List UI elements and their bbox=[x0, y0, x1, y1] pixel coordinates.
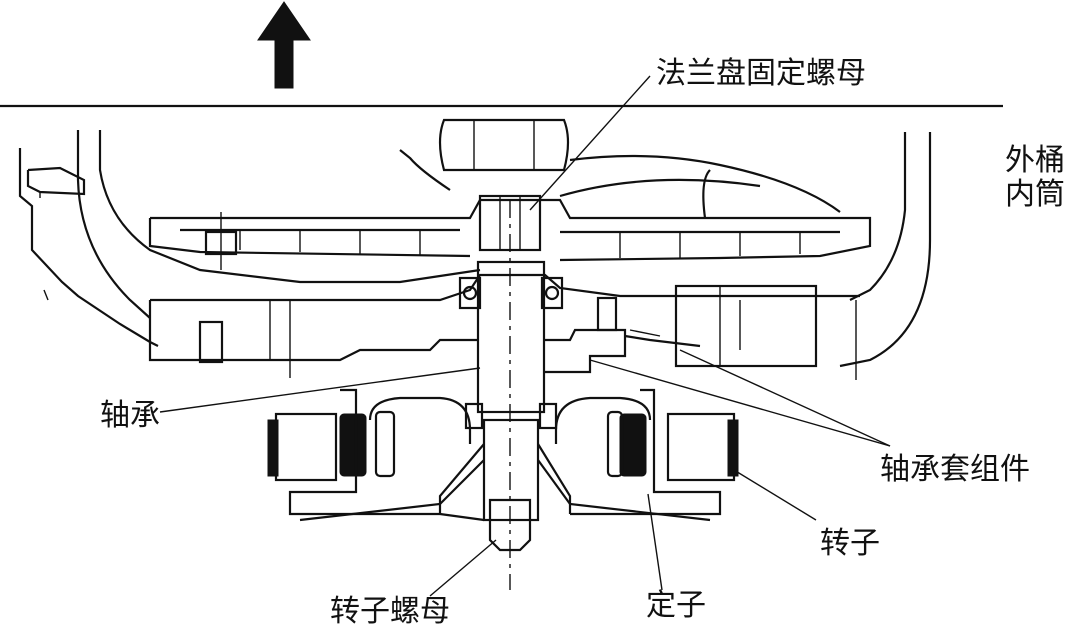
up-arrow-icon bbox=[257, 1, 311, 89]
outer-tub bbox=[18, 130, 932, 368]
label-stator: 定子 bbox=[646, 588, 706, 623]
label-tub-stack: 外桶 内筒 bbox=[1005, 144, 1065, 212]
bearing-top bbox=[458, 276, 564, 310]
label-inner-tub: 内筒 bbox=[1005, 177, 1065, 212]
label-bearing: 轴承 bbox=[100, 398, 160, 433]
bearing-bottom bbox=[464, 402, 558, 430]
stator bbox=[339, 396, 652, 478]
label-bearing-housing: 轴承套组件 bbox=[880, 452, 1030, 487]
leader-lines bbox=[159, 75, 891, 597]
shaft bbox=[476, 200, 546, 590]
label-rotor-nut: 转子螺母 bbox=[330, 594, 450, 629]
rotor bbox=[267, 388, 739, 522]
label-flange-nut: 法兰盘固定螺母 bbox=[656, 56, 866, 91]
bearing-housing bbox=[148, 273, 860, 380]
label-outer-tub: 外桶 bbox=[1005, 143, 1065, 178]
inner-tub-flange bbox=[148, 149, 872, 270]
label-rotor: 转子 bbox=[820, 526, 880, 561]
rotor-nut bbox=[488, 498, 532, 552]
